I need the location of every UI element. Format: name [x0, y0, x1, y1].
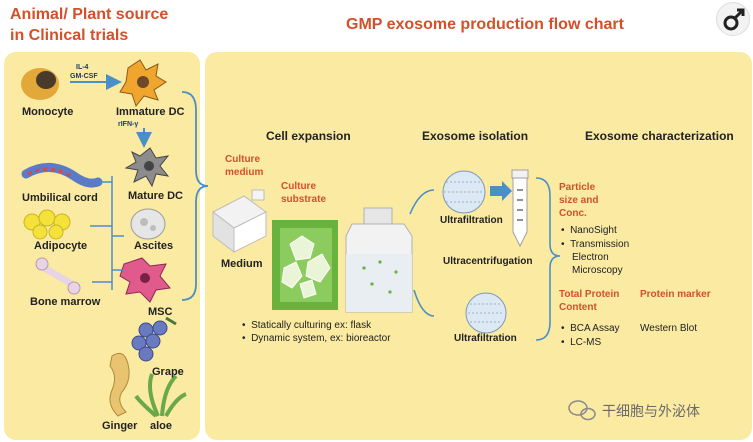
particle-method-item: • Transmission [561, 239, 630, 250]
protein-content-label-line2: Content [559, 302, 597, 313]
protein-method-text: BCA Assay [570, 323, 620, 334]
ginger-label: Ginger [102, 420, 138, 432]
expansion-bullet: • Dynamic system, ex: bioreactor [242, 333, 391, 344]
protein-method-item: • BCA Assay [561, 323, 620, 334]
culture-substrate-icon [272, 220, 338, 310]
mature-dc-label: Mature DC [128, 190, 184, 202]
left-title-line1: Animal/ Plant source [10, 6, 169, 23]
left-title-line2: in Clinical trials [10, 27, 129, 44]
wechat-icon [568, 400, 596, 421]
cell-expansion-heading: Cell expansion [266, 129, 351, 143]
ascites-label: Ascites [134, 240, 174, 252]
msc-icon [119, 257, 171, 303]
main-title: GMP exosome production flow chart [346, 16, 624, 33]
ifn-label: rIFN-γ [118, 121, 139, 128]
particle-label-line1: Particle [559, 182, 596, 193]
ultracentrifugation-label: Ultracentrifugation [443, 256, 533, 267]
ascites-icon [130, 208, 166, 240]
ultrafiltration-bottom-label: Ultrafiltration [454, 333, 517, 344]
culture-substrate-label-line2: substrate [281, 194, 327, 205]
particle-method-text: Microscopy [572, 265, 623, 276]
aloe-icon [134, 373, 187, 418]
bone-marrow-icon [35, 257, 81, 295]
culture-flask-icon [345, 207, 413, 313]
protein-marker-label: Protein marker [640, 289, 711, 300]
aloe-label: aloe [150, 420, 173, 432]
immature-dc-icon [119, 59, 167, 108]
culture-medium-label-line1: Culture [225, 154, 260, 165]
exosome-isolation-heading: Exosome isolation [422, 129, 529, 143]
monocyte-icon [21, 68, 59, 100]
expansion-bullet: • Statically culturing ex: flask [242, 320, 372, 331]
watermark-text: 干细胞与外泌体 [602, 403, 700, 419]
protein-method-item: • LC-MS [561, 337, 602, 348]
exosome-characterization-heading: Exosome characterization [585, 129, 734, 143]
cytokine-label-gmcsf: GM-CSF [70, 73, 98, 80]
particle-method-text: Electron [572, 252, 609, 263]
particle-label-line3: Conc. [559, 208, 587, 219]
source-panel [4, 52, 200, 440]
medium-label: Medium [221, 258, 263, 270]
bone-marrow-label: Bone marrow [30, 296, 101, 308]
ginger-icon [109, 352, 130, 417]
ultrafiltration-top-icon [442, 170, 486, 214]
protein-method-text: LC-MS [570, 337, 602, 348]
expansion-bullet-text: Dynamic system, ex: bioreactor [251, 333, 391, 344]
monocyte-label: Monocyte [22, 106, 74, 118]
adipocyte-icon [23, 209, 71, 240]
western-blot-label: Western Blot [640, 323, 698, 334]
adipocyte-label: Adipocyte [34, 240, 88, 252]
culture-medium-label-line2: medium [225, 167, 264, 178]
cytokine-label-il4: IL-4 [76, 64, 89, 71]
process-arrow [490, 181, 512, 201]
mature-dc-icon [124, 147, 170, 188]
grape-icon [131, 316, 177, 362]
protein-content-label-line1: Total Protein [559, 289, 620, 300]
grape-label: Grape [152, 366, 184, 378]
particle-method-item: • NanoSight [561, 225, 617, 236]
particle-method-text: NanoSight [570, 225, 617, 236]
centrifuge-tube-icon [511, 169, 529, 248]
sources-brace [181, 91, 209, 301]
umbilical-cord-label: Umbilical cord [22, 192, 98, 204]
medium-bottle-icon [212, 189, 267, 254]
logo-icon [716, 2, 750, 36]
ultrafiltration-top-label: Ultrafiltration [440, 215, 503, 226]
particle-method-text: Transmission [570, 239, 630, 250]
msc-label: MSC [148, 306, 173, 318]
ultrafiltration-bottom-icon [465, 292, 507, 334]
culture-substrate-label-line1: Culture [281, 181, 316, 192]
immature-dc-label: Immature DC [116, 106, 185, 118]
characterization-brace [535, 177, 561, 341]
expansion-bullet-text: Statically culturing ex: flask [251, 320, 372, 331]
umbilical-cord-icon [21, 163, 103, 188]
particle-label-line2: size and [559, 195, 599, 206]
